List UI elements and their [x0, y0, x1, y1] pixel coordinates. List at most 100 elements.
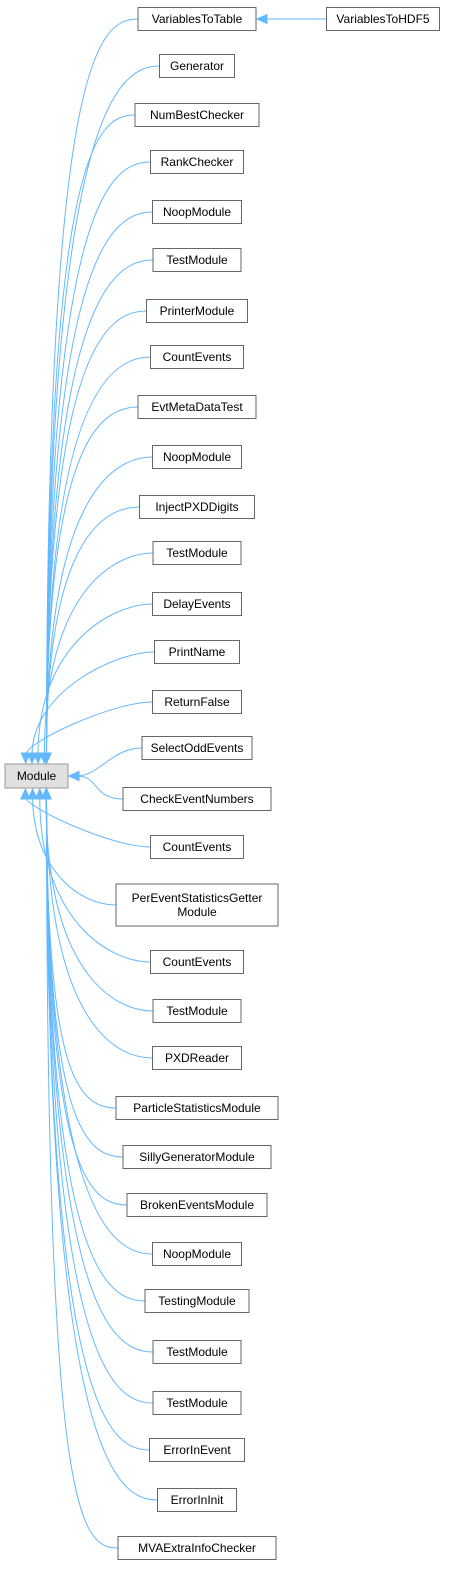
edge-30	[46, 796, 158, 1501]
node-countevents-7[interactable]: CountEvents	[150, 345, 244, 369]
node-label: CountEvents	[163, 840, 232, 854]
node-particlestatisticsmodule-22[interactable]: ParticleStatisticsModule	[115, 1096, 279, 1120]
node-countevents-17[interactable]: CountEvents	[150, 835, 244, 859]
node-noopmodule-25[interactable]: NoopModule	[152, 1242, 242, 1266]
node-testmodule-20[interactable]: TestModule	[152, 999, 242, 1023]
nodes-layer: Module VariablesToTable VariablesToHDF5Gen…	[4, 7, 440, 1560]
node-selectoddevents-15[interactable]: SelectOddEvents	[141, 736, 253, 760]
node-box	[115, 883, 279, 927]
node-noopmodule-9[interactable]: NoopModule	[152, 445, 242, 469]
node-label: SillyGeneratorModule	[139, 1150, 255, 1164]
node-label: BrokenEventsModule	[140, 1198, 254, 1212]
node-label: CheckEventNumbers	[140, 792, 253, 806]
node-label: InjectPXDDigits	[155, 500, 238, 514]
edge-6	[46, 310, 147, 756]
node-box	[137, 395, 257, 419]
node-evtmetadatatest-8[interactable]: EvtMetaDataTest	[137, 395, 257, 419]
edge-25	[46, 796, 153, 1255]
node-label: NoopModule	[163, 450, 231, 464]
edges-layer	[20, 13, 327, 1549]
node-testingmodule-26[interactable]: TestingModule	[144, 1289, 250, 1313]
edge-12	[37, 603, 153, 756]
node-label: ErrorInInit	[171, 1493, 224, 1507]
node-label: SelectOddEvents	[151, 741, 244, 755]
node-label: EvtMetaDataTest	[151, 400, 243, 414]
node-variablestotable-0[interactable]: VariablesToTable	[137, 7, 257, 31]
node-checkeventnumbers-16[interactable]: CheckEventNumbers	[122, 787, 272, 811]
arrowhead-13	[26, 752, 38, 765]
node-box	[150, 345, 244, 369]
node-numbestchecker-2[interactable]: NumBestChecker	[134, 103, 260, 127]
node-testmodule-11[interactable]: TestModule	[152, 541, 242, 565]
node-box	[152, 1340, 242, 1364]
node-label: TestModule	[166, 1004, 228, 1018]
node-mvaextrainfochecker-31[interactable]: MVAExtraInfoChecker	[117, 1536, 277, 1560]
node-testmodule-27[interactable]: TestModule	[152, 1340, 242, 1364]
arrowhead-grandchild-0	[255, 13, 268, 25]
node-box	[152, 541, 242, 565]
edge-2	[46, 114, 136, 756]
node-returnfalse-14[interactable]: ReturnFalse	[152, 690, 242, 714]
node-generator-1[interactable]: Generator	[159, 54, 235, 78]
arrowhead-18	[27, 787, 38, 800]
arrowhead-16	[67, 770, 80, 782]
node-box	[122, 787, 272, 811]
node-box	[149, 1438, 245, 1462]
node-label: TestingModule	[158, 1294, 236, 1308]
arrowhead-14	[20, 752, 32, 765]
node-rankchecker-3[interactable]: RankChecker	[150, 150, 244, 174]
edge-8	[46, 406, 139, 756]
arrowhead-11	[39, 752, 50, 765]
node-testmodule-28[interactable]: TestModule	[152, 1391, 242, 1415]
node-label: Generator	[170, 59, 224, 73]
node-label: NumBestChecker	[150, 108, 244, 122]
node-module-root[interactable]: Module	[4, 763, 69, 789]
node-label: RankChecker	[161, 155, 234, 169]
node-label: VariablesToHDF5	[336, 12, 429, 26]
node-variablestohdf5[interactable]: VariablesToHDF5	[326, 7, 440, 31]
edge-19	[39, 796, 151, 963]
node-pxdreader-21[interactable]: PXDReader	[152, 1046, 242, 1070]
node-label: CountEvents	[163, 955, 232, 969]
node-label: DelayEvents	[163, 597, 230, 611]
node-box	[150, 150, 244, 174]
node-label: TestModule	[166, 253, 228, 267]
node-label: TestModule	[166, 1345, 228, 1359]
node-box	[159, 54, 235, 78]
edge-15	[76, 747, 143, 777]
edge-0	[46, 18, 139, 756]
node-box	[152, 690, 242, 714]
edge-20	[45, 796, 154, 1012]
node-errorinevent-29[interactable]: ErrorInEvent	[149, 1438, 245, 1462]
node-label: ErrorInEvent	[163, 1443, 231, 1457]
node-box	[134, 103, 260, 127]
node-label: Module	[177, 905, 217, 919]
node-box	[146, 299, 248, 323]
node-noopmodule-4[interactable]: NoopModule	[152, 200, 242, 224]
node-countevents-19[interactable]: CountEvents	[150, 950, 244, 974]
node-injectpxddigits-10[interactable]: InjectPXDDigits	[139, 495, 255, 519]
node-brokeneventsmodule-24[interactable]: BrokenEventsModule	[126, 1193, 268, 1217]
node-label: PXDReader	[165, 1051, 229, 1065]
node-label: PerEventStatisticsGetter	[132, 891, 263, 905]
node-printname-13[interactable]: PrintName	[154, 640, 240, 664]
node-errorininit-30[interactable]: ErrorInInit	[157, 1488, 237, 1512]
edge-11	[43, 552, 154, 756]
node-testmodule-5[interactable]: TestModule	[152, 248, 242, 272]
node-box	[150, 835, 244, 859]
node-sillygeneratormodule-23[interactable]: SillyGeneratorModule	[122, 1145, 272, 1169]
node-box	[115, 1096, 279, 1120]
node-box	[152, 248, 242, 272]
node-label: NoopModule	[163, 205, 231, 219]
edge-27	[46, 796, 154, 1353]
node-box	[122, 1145, 272, 1169]
arrowhead-17	[20, 787, 31, 800]
node-delayevents-12[interactable]: DelayEvents	[152, 592, 242, 616]
node-printermodule-6[interactable]: PrinterModule	[146, 299, 248, 323]
edge-1	[46, 65, 160, 756]
node-box	[326, 7, 440, 31]
edge-17	[24, 796, 151, 848]
node-box	[154, 640, 240, 664]
